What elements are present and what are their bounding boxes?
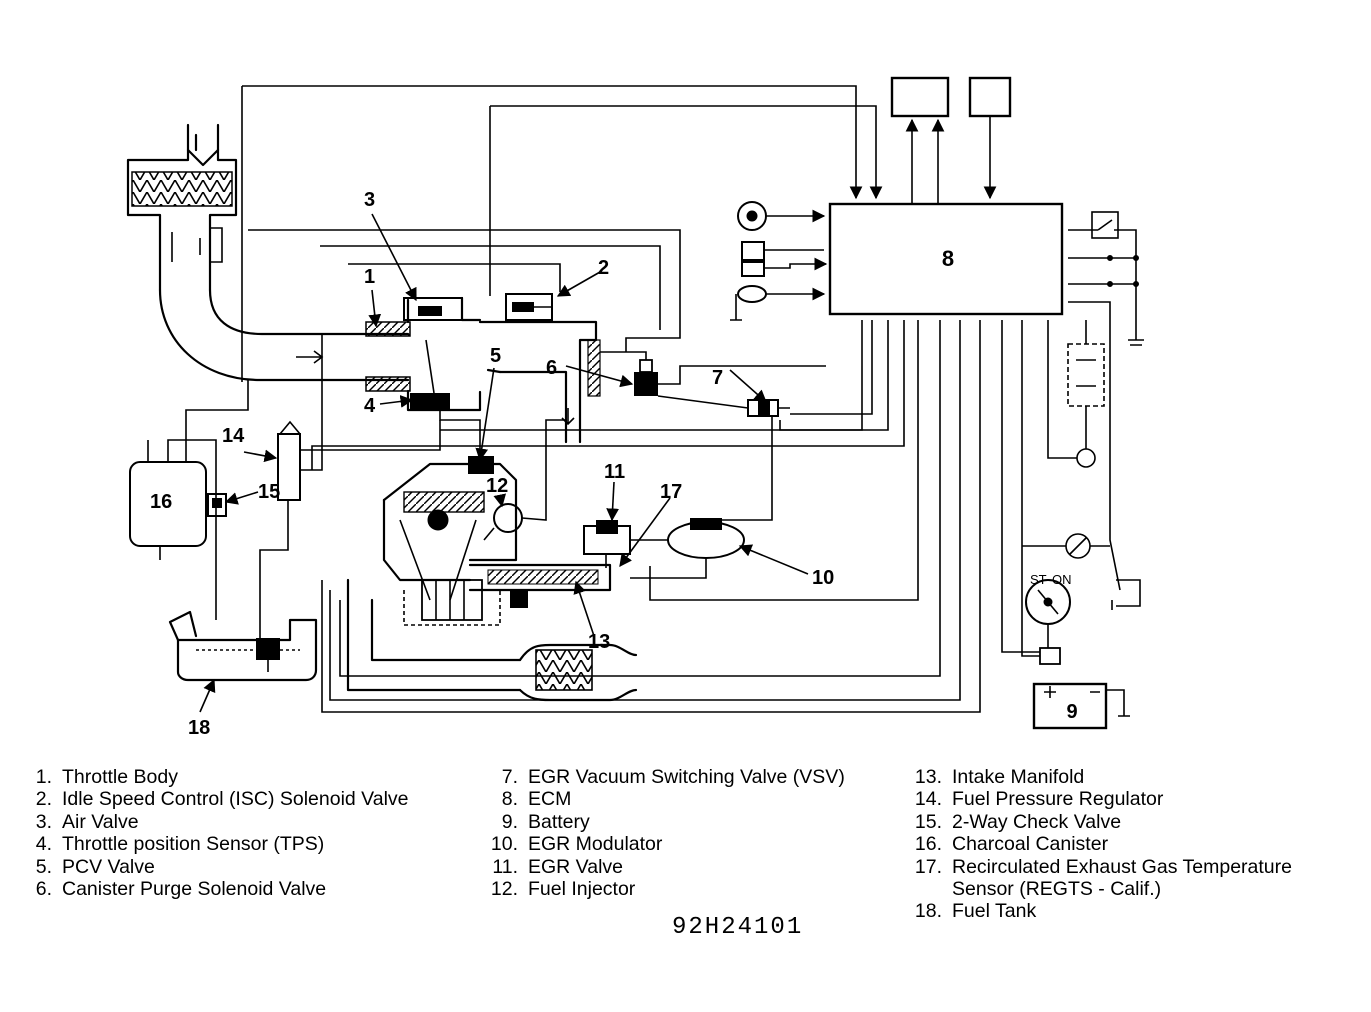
intake-duct (158, 288, 410, 382)
callout-7: 7 (712, 367, 723, 389)
ecm-box: 8 (828, 202, 1064, 316)
ecm-left-sensors (730, 201, 828, 321)
fuel-tank (168, 610, 318, 682)
legend-item: 18.Fuel Tank (914, 900, 1037, 923)
isc-solenoid-valve (505, 293, 553, 321)
legend-column-2: 7.EGR Vacuum Switching Valve (VSV) 8.ECM… (488, 766, 845, 900)
ecm-bottom-wiring (311, 320, 1040, 713)
callout-leaders (199, 213, 809, 713)
legend-item: 7.EGR Vacuum Switching Valve (VSV) (501, 766, 845, 788)
callout-3: 3 (364, 189, 375, 211)
legend-item: 11.EGR Valve (492, 855, 624, 878)
callout-15: 15 (258, 481, 280, 503)
legend-item: 17.Recirculated Exhaust Gas Temperature (914, 855, 1292, 878)
legend-item: 15.2-Way Check Valve (914, 810, 1122, 833)
callout-12: 12 (486, 475, 508, 497)
switch-label-st: ST (1030, 572, 1047, 587)
legend-item: 5.PCV Valve (35, 855, 155, 878)
ecm-top-wiring (241, 76, 1012, 382)
callout-8: 8 (942, 246, 954, 271)
legend-item: 14.Fuel Pressure Regulator (914, 788, 1164, 811)
callout-18: 18 (188, 717, 210, 739)
switch-label-on: ON (1052, 572, 1072, 587)
reference-code: 92H24101 (672, 914, 804, 941)
legend-item: 1.Throttle Body (35, 766, 178, 788)
legend-item: 8.ECM (501, 788, 572, 811)
fuel-pressure-regulator (259, 334, 441, 640)
charcoal-canister (129, 380, 249, 620)
throttle-position-sensor (410, 339, 450, 409)
callout-14: 14 (222, 425, 245, 447)
callout-13: 13 (588, 631, 610, 653)
callout-9: 9 (1066, 701, 1077, 723)
callout-1: 1 (364, 266, 375, 288)
callout-5: 5 (490, 345, 501, 367)
battery: 9 (1032, 682, 1130, 730)
egr-modulator (630, 518, 745, 579)
legend-item: 13.Intake Manifold (914, 766, 1085, 788)
legend-item: 2.Idle Speed Control (ISC) Solenoid Valv… (35, 788, 409, 811)
canister-purge-solenoid-valve (600, 351, 826, 396)
legend-item: 9.Battery (501, 810, 590, 833)
ignition-switch: ST ON (1021, 546, 1072, 665)
ecm-right-switches (1022, 211, 1144, 610)
legend-item: 12.Fuel Injector (490, 878, 636, 901)
legend-item: 6.Canister Purge Solenoid Valve (35, 878, 327, 901)
legend-item: 4.Throttle position Sensor (TPS) (35, 833, 325, 856)
system-diagram: 8 (126, 76, 1144, 739)
legend-item: 16.Charcoal Canister (914, 833, 1109, 856)
intake-manifold (468, 563, 612, 608)
legend-item: Sensor (REGTS - Calif.) (952, 878, 1162, 901)
callout-6: 6 (546, 357, 557, 379)
fuel-injector (483, 419, 566, 541)
callout-10: 10 (812, 567, 834, 589)
callout-4: 4 (364, 395, 376, 417)
callout-11: 11 (604, 461, 625, 483)
callout-2: 2 (598, 257, 609, 279)
two-way-check-valve (207, 493, 227, 517)
legend-item: 3.Air Valve (35, 810, 139, 833)
legend-column-3: 13.Intake Manifold 14.Fuel Pressure Regu… (912, 766, 1292, 923)
air-valve (403, 296, 482, 322)
callout-16: 16 (150, 491, 172, 513)
legend-item: 10.EGR Modulator (490, 833, 663, 856)
callout-17: 17 (660, 481, 682, 503)
egr-vsv (657, 395, 790, 521)
legend-column-1: 1.Throttle Body 2.Idle Speed Control (IS… (30, 766, 409, 900)
engine (382, 462, 518, 626)
callout-numbers: 3 1 2 4 5 6 7 14 15 16 11 12 17 10 13 18 (150, 189, 834, 739)
air-cleaner (126, 123, 238, 292)
